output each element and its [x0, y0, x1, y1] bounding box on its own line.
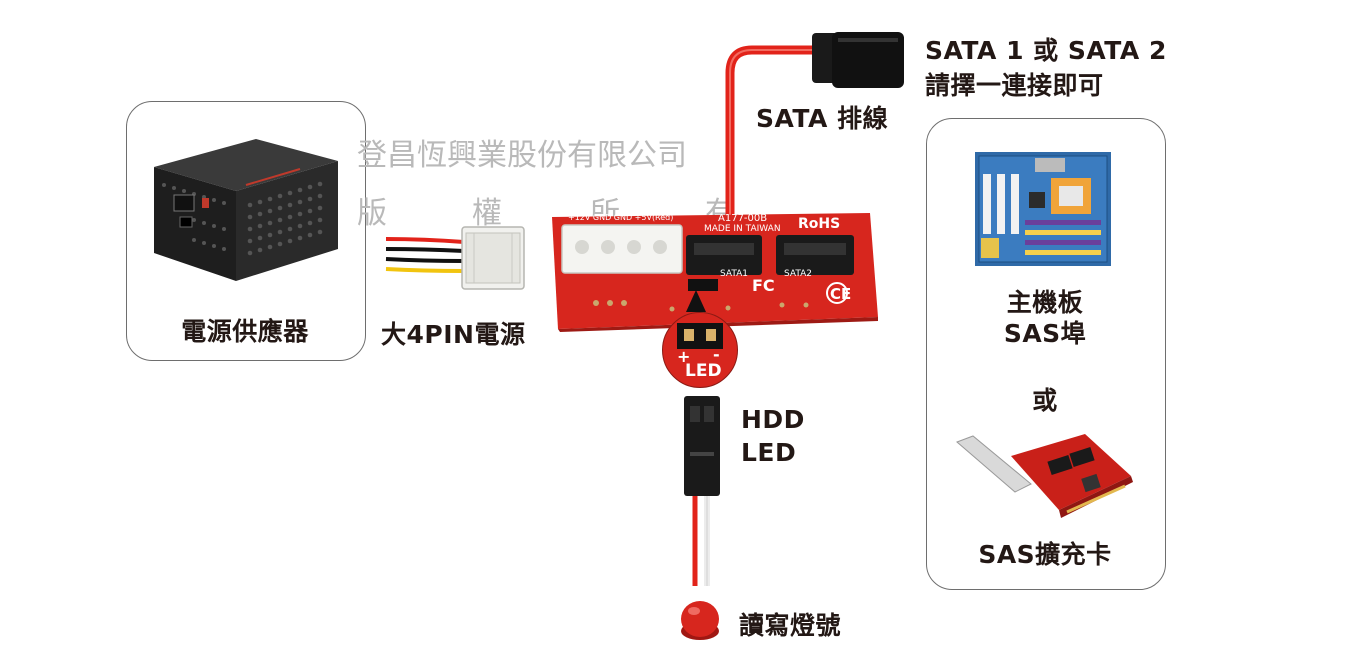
jumper-led-label: LED: [685, 361, 722, 381]
sata-note-line1: SATA 1 或 SATA 2: [925, 36, 1167, 65]
board-sata1: SATA1: [720, 269, 749, 279]
adapter-board: CE FC +12V GND GND +5V(Red) A177-00B MAD…: [552, 213, 878, 332]
watermark-char-2: 權: [472, 196, 502, 231]
hdd-led-line1: HDD: [741, 405, 805, 434]
svg-text:FC: FC: [752, 276, 775, 295]
svg-text:CE: CE: [830, 285, 851, 303]
motherboard-image: [975, 152, 1111, 266]
led-cable: [684, 396, 720, 586]
board-pin-labels: +12V GND GND +5V(Red): [568, 213, 674, 222]
led-button-icon: [681, 601, 719, 640]
power-cable: [385, 226, 525, 290]
jumper-plus: +: [677, 347, 691, 366]
sas-card-image: [956, 434, 1133, 518]
board-sata2: SATA2: [784, 269, 813, 279]
watermark-char-1: 版: [357, 196, 387, 231]
jumper-header-icon: [677, 323, 723, 349]
motherboard-label-line2: SAS埠: [1003, 319, 1087, 348]
rw-light-label: 讀寫燈號: [739, 611, 842, 640]
jumper-minus: -: [713, 345, 720, 364]
or-label: 或: [1032, 386, 1058, 415]
jumper-zoom: + - LED: [662, 312, 738, 388]
sas-card-label: SAS擴充卡: [978, 540, 1112, 569]
motherboard-label-line1: 主機板: [1006, 288, 1084, 317]
board-rohs: RoHS: [798, 216, 841, 232]
jumper-zoom-pointer: [686, 290, 706, 312]
power-cable-label: 大4PIN電源: [381, 320, 526, 349]
sata-cable-label: SATA 排線: [756, 104, 889, 133]
watermark-line1: 登昌恆興業股份有限公司: [357, 138, 687, 173]
board-made-in: MADE IN TAIWAN: [704, 224, 781, 234]
hdd-led-line2: LED: [741, 438, 797, 467]
psu-label: 電源供應器: [181, 317, 309, 346]
psu-image: [154, 139, 338, 281]
sata-note-line2: 請擇一連接即可: [925, 71, 1104, 100]
sata-cable: [725, 32, 904, 224]
board-model: A177-00B: [718, 213, 768, 224]
